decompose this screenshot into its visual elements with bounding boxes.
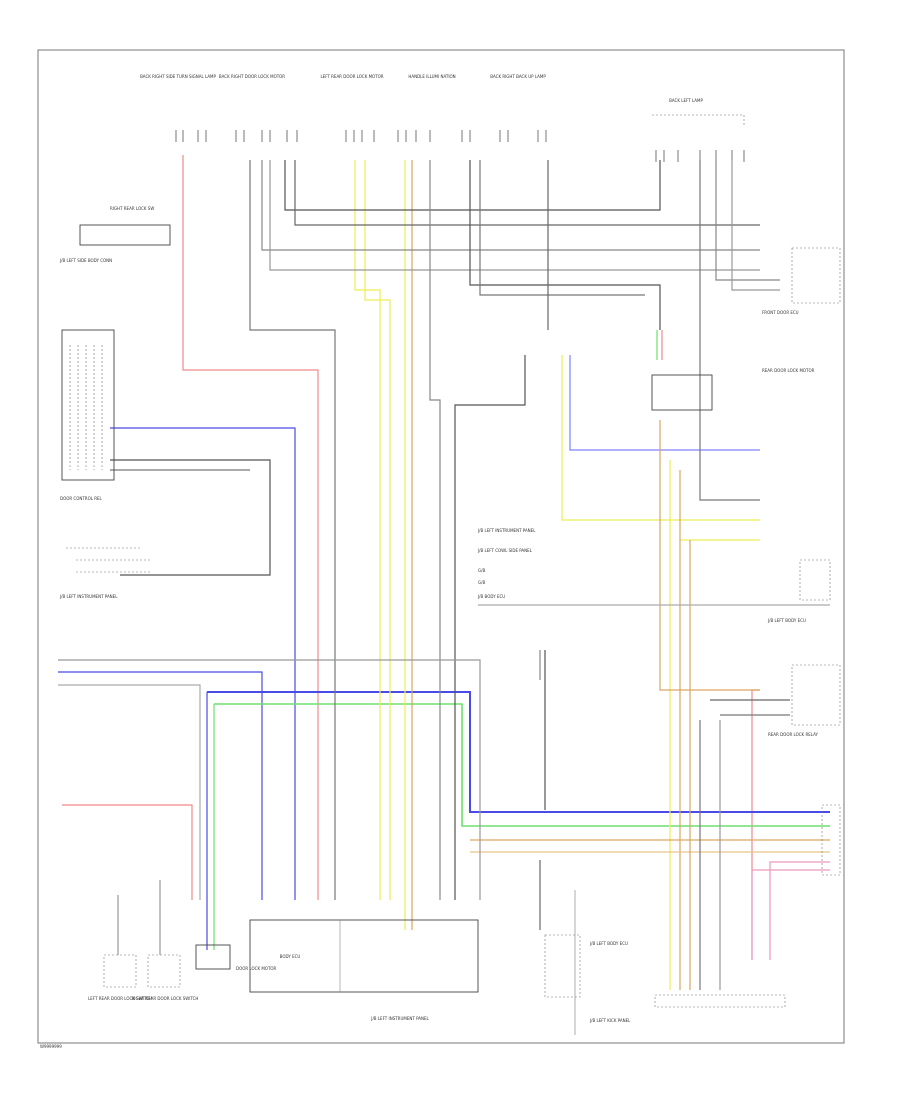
right-ecu-top — [791, 247, 841, 304]
left-label-1: RIGHT REAR LOCK SW — [110, 206, 154, 211]
legend-item-3: G/B — [478, 568, 485, 573]
bottom-label-4: BODY ECU — [280, 954, 301, 959]
diagram-code: W9999999 — [40, 1044, 62, 1049]
right-label-1: FRONT DOOR ECU — [762, 310, 799, 315]
right-label-4: REAR DOOR LOCK RELAY — [768, 732, 818, 737]
legend-item-2: J/B LEFT COWL SIDE PANEL — [477, 548, 533, 553]
bottom-right-connector — [654, 994, 786, 1008]
right-label-3: J/B LEFT BODY ECU — [767, 618, 806, 623]
right-ecu-bottom — [791, 664, 841, 726]
main-ecu-box — [249, 919, 479, 993]
bottom-label-2: RIGHT REAR DOOR LOCK SWITCH — [132, 996, 199, 1001]
right-switch-box — [147, 954, 181, 988]
top-label-1: BACK RIGHT SIDE TURN SIGNAL LAMP — [140, 74, 216, 79]
bottom-center-label: J/B LEFT INSTRUMENT PANEL — [370, 1016, 429, 1021]
right-label-2: REAR DOOR LOCK MOTOR — [762, 368, 815, 373]
left-components: RIGHT REAR LOCK SW J/B LEFT SIDE BODY CO… — [59, 206, 171, 599]
right-components: FRONT DOOR ECU REAR DOOR LOCK MOTOR J/B … — [651, 247, 841, 876]
top-component-labels: BACK RIGHT SIDE TURN SIGNAL LAMP BACK RI… — [140, 74, 703, 103]
top-label-6: BACK LEFT LAMP — [669, 98, 703, 103]
bottom-label-5: J/B LEFT BODY ECU — [589, 941, 628, 946]
left-switch-box — [103, 954, 137, 988]
left-label-4: J/B LEFT INSTRUMENT PANEL — [59, 594, 118, 599]
legend-item-1: J/B LEFT INSTRUMENT PANEL — [477, 528, 536, 533]
top-label-4: HANDLE ILLUMI NATION — [408, 74, 455, 79]
diagram-frame — [37, 49, 845, 1044]
left-label-2: J/B LEFT SIDE BODY CONN — [59, 258, 112, 263]
top-label-3: LEFT REAR DOOR LOCK MOTOR — [320, 74, 383, 79]
top-label-2: BACK RIGHT DOOR LOCK MOTOR — [219, 74, 285, 79]
bottom-right-box-1 — [544, 934, 581, 998]
bottom-components: LEFT REAR DOOR LOCK SWITCH RIGHT REAR DO… — [88, 880, 786, 1023]
legend-item-5: J/B BODY ECU — [477, 594, 505, 599]
wires — [58, 155, 830, 1035]
bottom-label-3: DOOR LOCK MOTOR — [236, 966, 277, 971]
bottom-label-1: LEFT REAR DOOR LOCK SWITCH — [88, 996, 152, 1001]
bottom-label-6: J/B LEFT KICK PANEL — [589, 1018, 631, 1023]
top-connectors — [175, 114, 745, 162]
right-pin-strip — [821, 804, 841, 876]
right-connector-mid — [799, 559, 831, 601]
legend-item-4: G/B — [478, 580, 485, 585]
legend: J/B LEFT INSTRUMENT PANEL J/B LEFT COWL … — [477, 528, 536, 599]
bottom-small-connector — [195, 944, 231, 970]
top-label-5: BACK RIGHT BACK UP LAMP — [490, 74, 546, 79]
left-junction-block — [61, 329, 115, 481]
center-relay-box — [651, 374, 713, 411]
left-label-3: DOOR CONTROL REL — [60, 496, 103, 501]
